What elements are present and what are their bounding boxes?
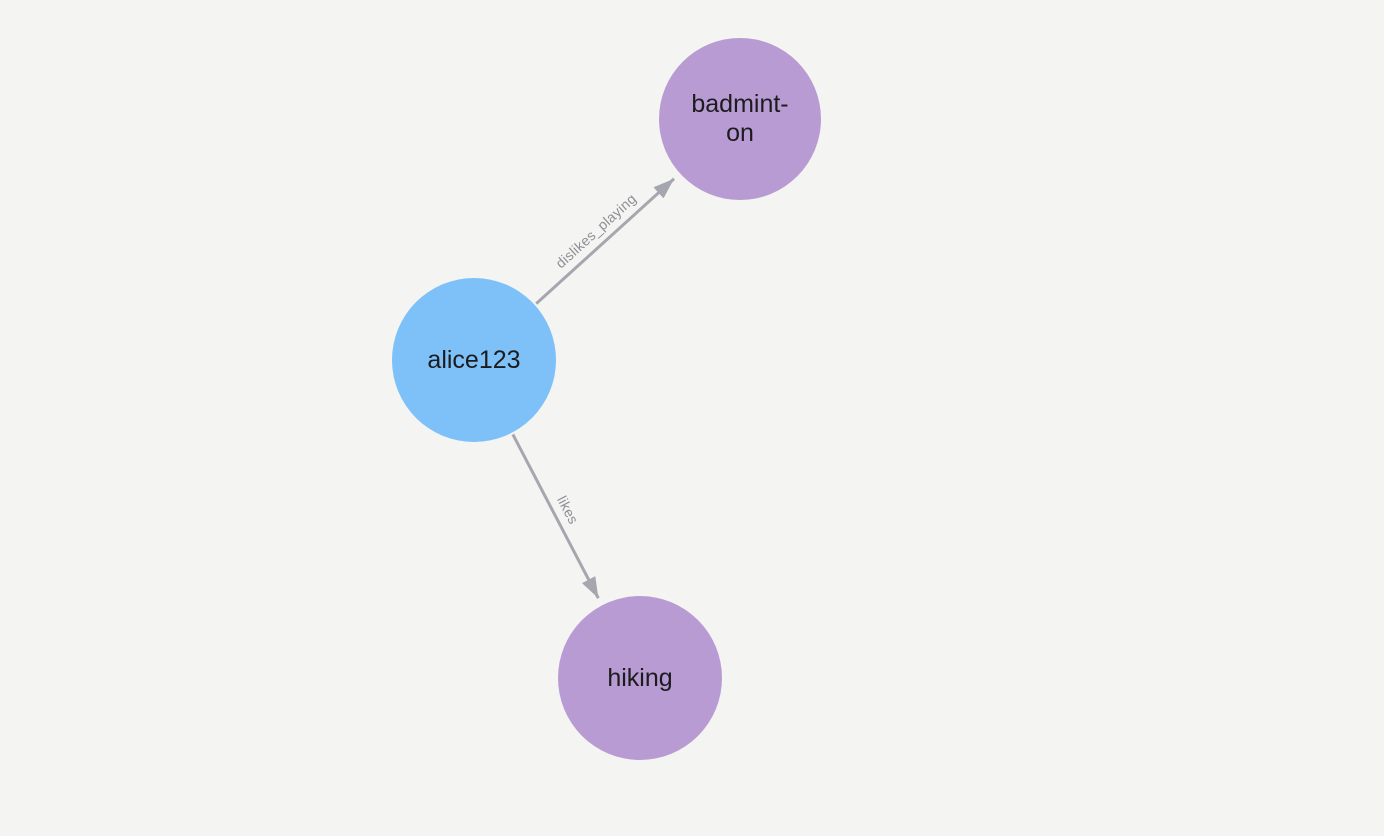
node-label: alice123	[427, 345, 521, 374]
node-badminton[interactable]: badmint- on	[659, 38, 821, 200]
relationship-arrow[interactable]	[511, 433, 600, 599]
node-label: hiking	[607, 663, 673, 692]
edge-likes: likes	[511, 433, 600, 599]
edge-dislikes-playing: dislikes_playing	[535, 177, 676, 305]
relationship-label[interactable]: dislikes_playing	[552, 190, 639, 271]
relationship-arrow[interactable]	[535, 177, 676, 305]
node-label: badmint- on	[691, 90, 789, 147]
node-hiking[interactable]: hiking	[558, 596, 722, 760]
node-alice123[interactable]: alice123	[392, 278, 556, 442]
